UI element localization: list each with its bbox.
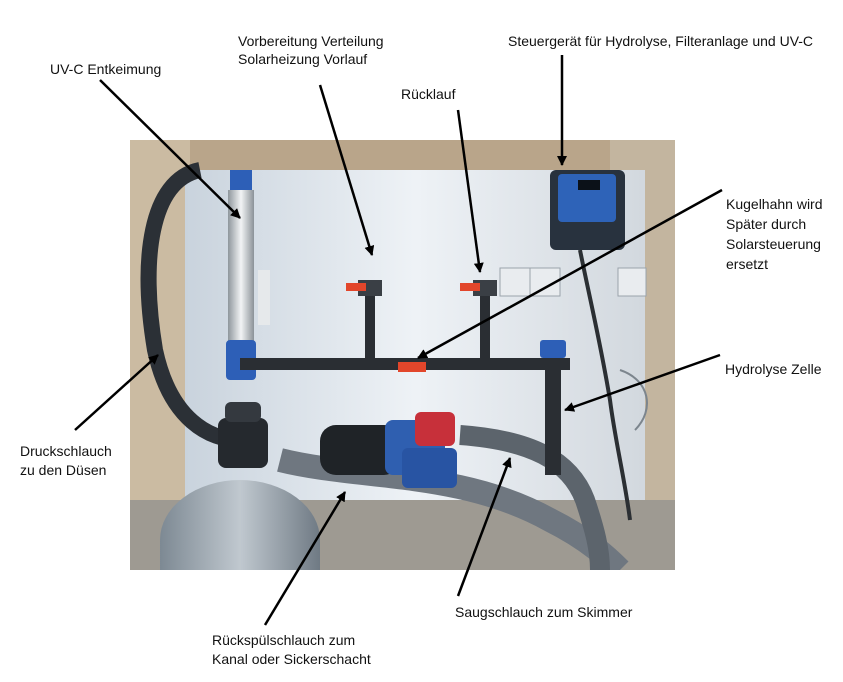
label-saugschlauch: Saugschlauch zum Skimmer: [455, 604, 633, 620]
label-kugelhahn-line2: Später durch: [726, 216, 807, 232]
label-steuergeraet: Steuergerät für Hydrolyse, Filteranlage …: [508, 33, 814, 49]
label-uvc-entkeimung: UV-C Entkeimung: [50, 61, 162, 77]
label-ruecklauf: Rücklauf: [401, 86, 456, 102]
label-vorbereitung-line2: Solarheizung Vorlauf: [238, 51, 368, 67]
arrow-druck: [74, 354, 159, 431]
label-kugelhahn-line4: ersetzt: [726, 256, 769, 272]
arrow-kugelhahn: [417, 188, 723, 360]
label-druckschlauch-line1: Druckschlauch: [20, 443, 112, 459]
label-hydrolyse-zelle: Hydrolyse Zelle: [725, 361, 822, 377]
pool-equipment-photo: [130, 140, 675, 570]
arrow-vorbereitung: [318, 84, 375, 256]
label-kugelhahn-line3: Solarsteuerung: [726, 236, 821, 252]
arrow-saug: [456, 457, 512, 597]
arrow-ruecklauf: [456, 109, 484, 273]
label-rueckspuel-line1: Rückspülschlauch zum: [212, 632, 356, 648]
arrow-uvc: [99, 79, 241, 219]
label-vorbereitung-line1: Vorbereitung Verteilung: [238, 33, 384, 49]
label-kugelhahn-line1: Kugelhahn wird: [726, 196, 823, 212]
arrow-rueckspuel: [263, 491, 347, 626]
label-rueckspuel-line2: Kanal oder Sickerschacht: [212, 651, 371, 667]
arrow-hydrolyse: [564, 353, 721, 412]
label-druckschlauch-line2: zu den Düsen: [20, 462, 107, 478]
